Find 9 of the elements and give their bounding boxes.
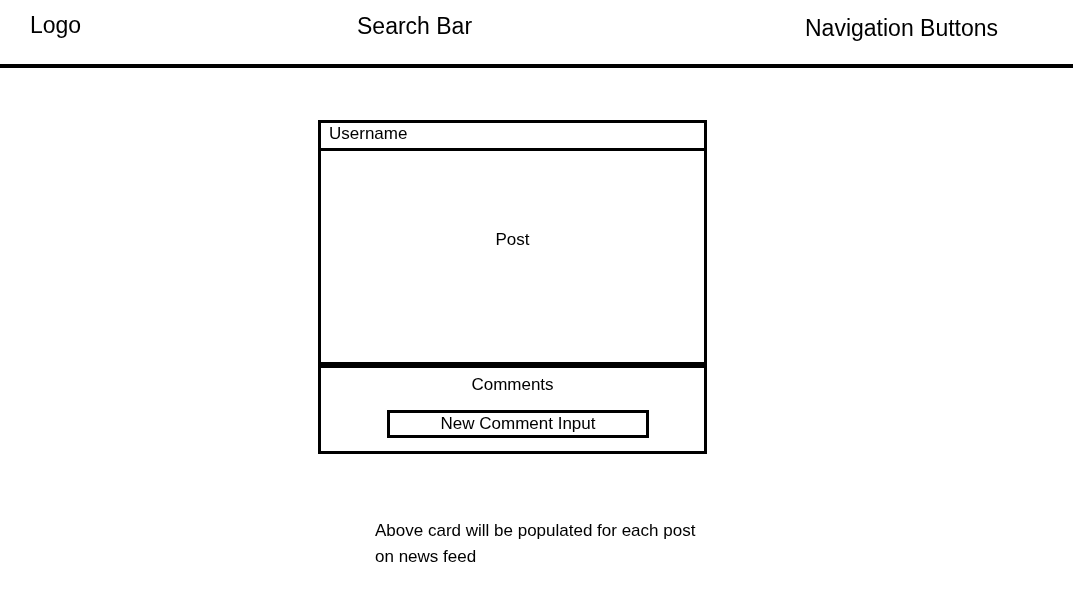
node-label: Comments bbox=[471, 375, 554, 395]
node-label: Post bbox=[495, 230, 530, 250]
header-search-text: Search Bar bbox=[357, 13, 473, 40]
comment-input-field bbox=[387, 410, 649, 438]
header-placeholder-text: Logo bbox=[30, 12, 82, 39]
node-label: Username bbox=[329, 124, 408, 144]
input-placeholder: New Comment Input bbox=[440, 414, 596, 434]
note-text: Above card will be populated for each post on news feed bbox=[375, 520, 697, 568]
header-nav-text: Navigation Buttons bbox=[805, 15, 999, 42]
